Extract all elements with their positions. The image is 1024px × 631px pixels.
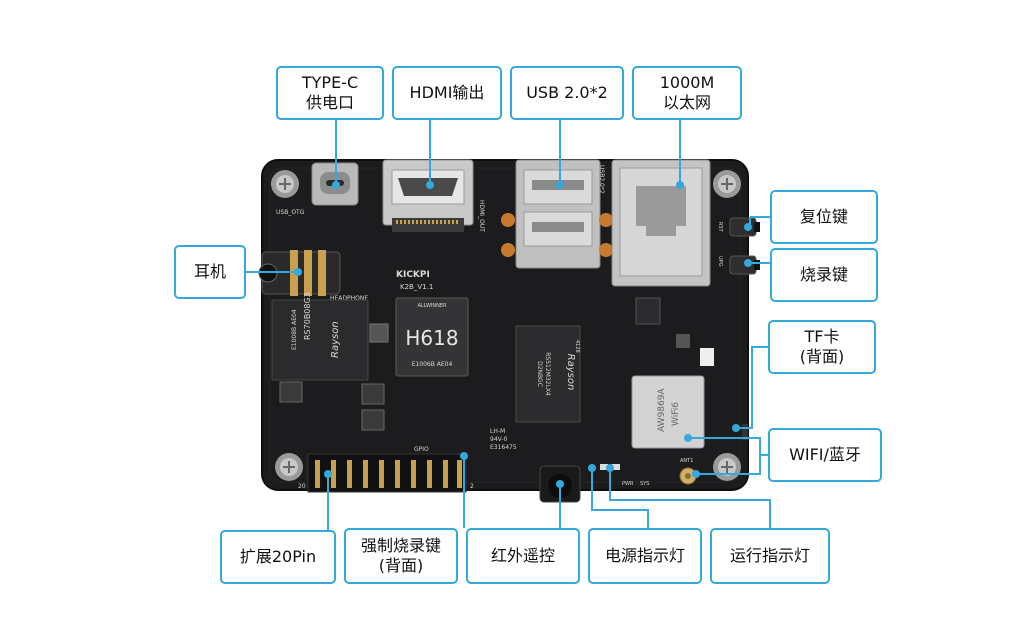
svg-text:E1008B AE04: E1008B AE04 bbox=[291, 309, 298, 350]
power-led-icon bbox=[600, 464, 608, 470]
mounting-hole-icon bbox=[275, 453, 303, 481]
svg-text:RS70B08G3: RS70B08G3 bbox=[303, 292, 312, 340]
hdmi-port-icon bbox=[382, 159, 474, 232]
usb-port-icon bbox=[515, 159, 601, 269]
callout-power-led: 电源指示灯 bbox=[588, 528, 702, 584]
board-version-text: K2B_V1.1 bbox=[400, 283, 433, 291]
board-model-text: KICKPI bbox=[396, 270, 430, 280]
callout-tf: TF卡 (背面) bbox=[768, 320, 876, 374]
silk-usb2: USB2.0*2 bbox=[598, 165, 605, 194]
callout-ethernet: 1000M 以太网 bbox=[632, 66, 742, 120]
soc-chip-icon: ALLWINNER H618 E1006B AE04 bbox=[395, 297, 469, 377]
svg-text:E1006B AE04: E1006B AE04 bbox=[412, 361, 453, 368]
wifi-module-icon: AW9869A WiFi6 bbox=[631, 375, 705, 449]
svg-text:RS512M32LX4: RS512M32LX4 bbox=[544, 352, 551, 396]
mounting-hole-icon bbox=[713, 170, 741, 198]
silk-pcb-mark1: LH-M bbox=[490, 428, 505, 435]
silk-usb-otg: USB_OTG bbox=[276, 209, 305, 216]
callout-run-led: 运行指示灯 bbox=[710, 528, 830, 584]
run-led-icon bbox=[612, 464, 620, 470]
silk-pcb-mark3: E316475 bbox=[490, 444, 517, 451]
gpio-header-icon bbox=[307, 453, 467, 493]
svg-text:Rayson: Rayson bbox=[565, 354, 576, 391]
leader-line-tf bbox=[738, 346, 768, 429]
callout-wifi: WIFI/蓝牙 bbox=[768, 428, 882, 482]
leader-line-power-led bbox=[591, 470, 649, 528]
emmc-chip-icon: RS70B08G3 E1008B AE04 Rayson bbox=[271, 292, 369, 381]
leader-line-run-led bbox=[609, 470, 771, 528]
svg-text:Rayson: Rayson bbox=[330, 321, 341, 358]
silk-pin-right: 2 bbox=[470, 483, 474, 490]
inductor-icon bbox=[279, 381, 303, 403]
silk-gpio: GPIO bbox=[414, 446, 429, 453]
callout-ir: 红外遥控 bbox=[466, 528, 580, 584]
svg-text:D2NBGC: D2NBGC bbox=[536, 361, 543, 387]
svg-text:AW9869A: AW9869A bbox=[657, 388, 667, 432]
leader-line-wifi bbox=[690, 437, 768, 475]
callout-earphone: 耳机 bbox=[174, 245, 246, 299]
soc-model-text: H618 bbox=[405, 326, 458, 350]
silk-headphone: HEADPHONE bbox=[330, 295, 368, 302]
callout-gpio: 扩展20Pin bbox=[220, 530, 336, 584]
ethernet-port-icon bbox=[611, 159, 711, 287]
callout-usb: USB 2.0*2 bbox=[510, 66, 624, 120]
inductor-icon bbox=[361, 409, 385, 431]
callout-force-flash: 强制烧录键 (背面) bbox=[344, 528, 458, 584]
callout-reset: 复位键 bbox=[770, 190, 878, 244]
mounting-hole-icon bbox=[271, 170, 299, 198]
silk-ant1: ANT1 bbox=[680, 458, 693, 464]
silk-pwr: PWR bbox=[622, 481, 634, 487]
callout-flash: 烧录键 bbox=[770, 248, 878, 302]
inductor-icon bbox=[361, 383, 385, 405]
svg-text:WiFi6: WiFi6 bbox=[671, 402, 681, 426]
silk-sys: SYS bbox=[640, 481, 649, 487]
svg-text:ALLWINNER: ALLWINNER bbox=[417, 303, 447, 309]
silk-pcb-mark2: 94V-0 bbox=[490, 436, 508, 443]
ram-chip-icon: Rayson RS512M32LX4 D2NBGC 4128 bbox=[515, 325, 581, 423]
silk-upg: UPG bbox=[717, 256, 723, 267]
callout-hdmi: HDMI输出 bbox=[392, 66, 502, 120]
svg-text:4128: 4128 bbox=[574, 340, 580, 353]
silk-hdmi-out: HDMI_OUT bbox=[478, 200, 485, 232]
silk-rst: RST bbox=[717, 222, 723, 233]
silk-pin-left: 20 bbox=[298, 483, 306, 490]
callout-typec: TYPE-C 供电口 bbox=[276, 66, 384, 120]
